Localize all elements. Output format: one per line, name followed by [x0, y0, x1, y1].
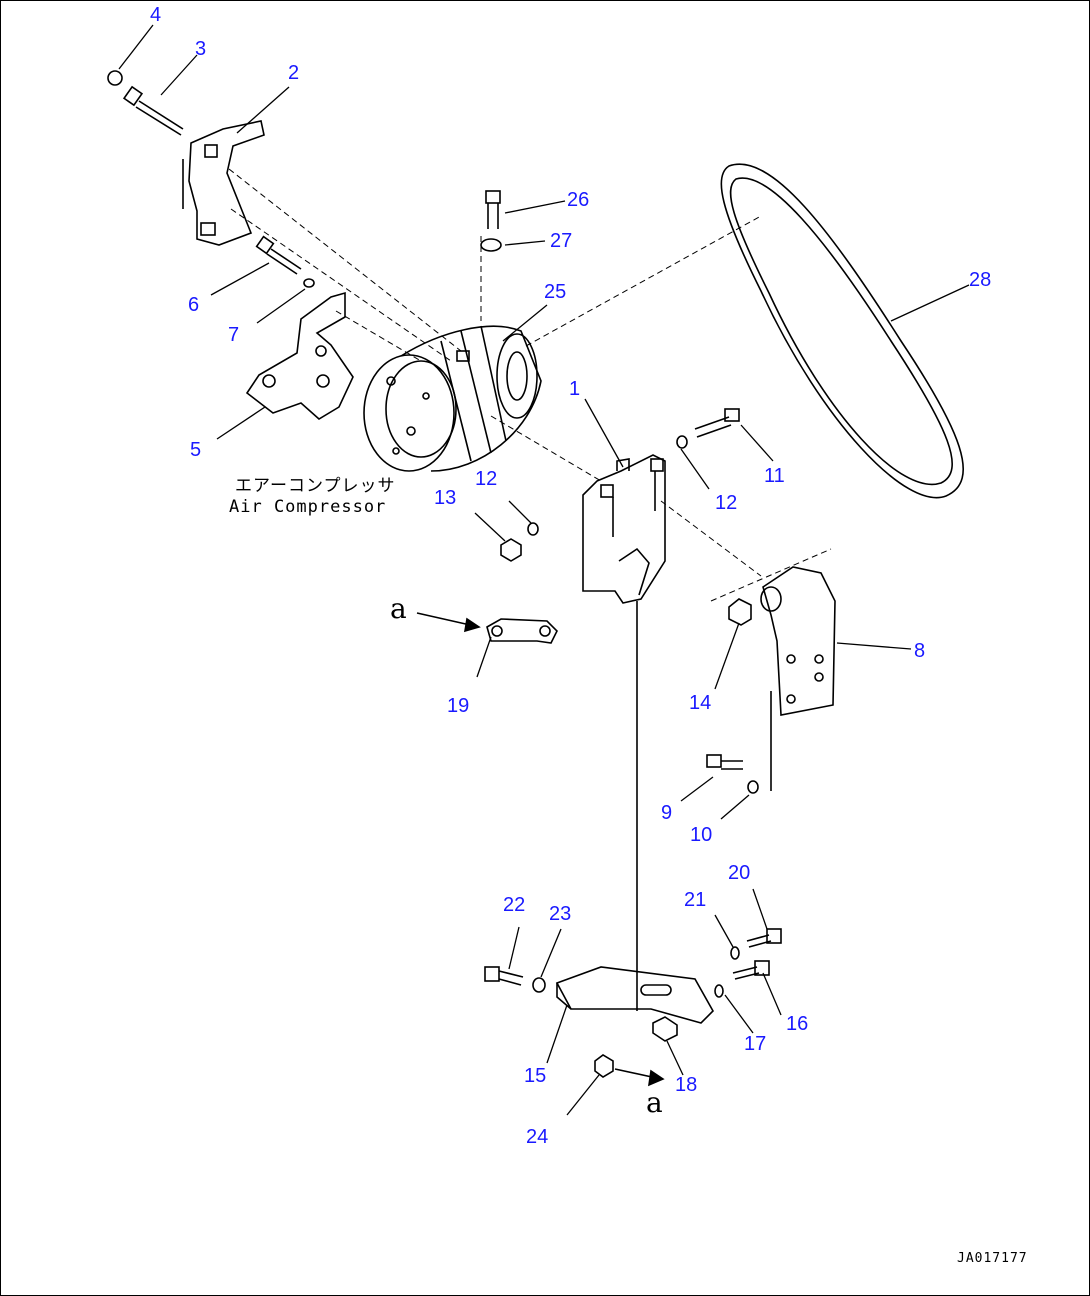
bolt-part-3 [122, 85, 184, 136]
bracket-part-5 [245, 291, 354, 420]
callout-22: 22 [503, 894, 526, 916]
alignment-lines [228, 168, 832, 602]
callout-4: 4 [150, 4, 162, 26]
bracket-part-2 [182, 120, 265, 246]
washer-part-12-left [527, 522, 539, 536]
nut-part-24 [594, 1054, 614, 1078]
callout-27: 27 [550, 230, 573, 252]
callout-18: 18 [675, 1074, 698, 1096]
washer-part-12-right [676, 435, 688, 449]
nut-part-14 [728, 598, 752, 626]
callout-12-left: 12 [475, 468, 498, 490]
view-arrow-upper [416, 612, 481, 633]
callout-14: 14 [689, 692, 712, 714]
nut-part-4 [107, 70, 123, 86]
bolt-part-16 [732, 960, 770, 980]
callout-9: 9 [661, 802, 673, 824]
callout-25: 25 [544, 281, 567, 303]
view-marker-lower: a [646, 1086, 663, 1119]
callout-6: 6 [188, 294, 200, 316]
bolt-part-20 [746, 928, 782, 948]
fitting-part-25 [456, 350, 470, 362]
callout-1: 1 [569, 378, 581, 400]
v-belt-part-28 [720, 163, 965, 499]
caption-english: Air Compressor [229, 497, 387, 517]
washer-part-21 [730, 946, 740, 960]
bracket-part-1 [582, 454, 666, 604]
figure-id: JA017177 [957, 1251, 1028, 1266]
link-part-19 [486, 618, 558, 644]
callout-21: 21 [684, 889, 707, 911]
washer-part-17 [714, 984, 724, 998]
callout-17: 17 [744, 1033, 767, 1055]
bolt-part-9 [706, 754, 743, 770]
bracket-part-8 [760, 566, 836, 791]
callout-20: 20 [728, 862, 751, 884]
callout-28: 28 [969, 269, 992, 291]
callout-24: 24 [526, 1126, 549, 1148]
washer-part-10 [747, 780, 759, 794]
callout-3: 3 [195, 38, 207, 60]
callout-12-right: 12 [715, 492, 738, 514]
callout-23: 23 [549, 903, 572, 925]
caption-japanese: エアーコンプレッサ [235, 476, 396, 496]
leader-lines [118, 24, 970, 1116]
callout-11: 11 [764, 465, 785, 487]
callout-15: 15 [524, 1065, 547, 1087]
view-marker-upper: a [390, 592, 407, 625]
callout-26: 26 [567, 189, 590, 211]
adjust-plate-part-15 [555, 966, 714, 1024]
callout-7: 7 [228, 324, 240, 346]
washer-part-7 [303, 278, 315, 288]
callout-2: 2 [288, 62, 300, 84]
view-arrow-lower [614, 1068, 665, 1087]
callout-19: 19 [447, 695, 470, 717]
callout-13: 13 [434, 487, 457, 509]
nut-part-13 [500, 538, 522, 562]
callout-10: 10 [690, 824, 713, 846]
air-compressor [363, 325, 542, 472]
callout-16: 16 [786, 1013, 809, 1035]
callout-8: 8 [914, 640, 926, 662]
bolt-part-22 [484, 966, 524, 986]
bolt-part-11 [694, 408, 740, 438]
bolt-part-26 [485, 190, 501, 229]
nut-part-18 [652, 1016, 678, 1042]
callout-5: 5 [190, 439, 202, 461]
washer-part-27 [480, 238, 502, 252]
washer-part-23 [532, 977, 546, 993]
bolt-part-6 [255, 235, 302, 275]
